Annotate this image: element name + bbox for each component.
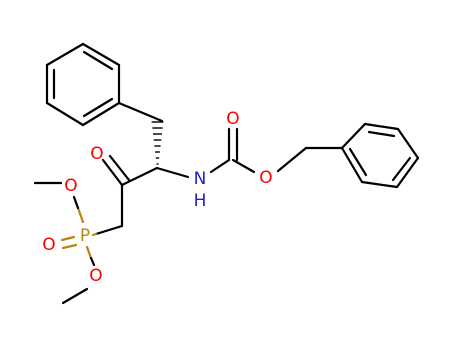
bond: [395, 156, 420, 189]
phenyl-ring-left: [45, 42, 121, 127]
atom-o-phosphoryl: O: [42, 235, 55, 255]
bond: [340, 122, 367, 150]
bond: [81, 101, 121, 127]
bond-o-lower-p: [89, 256, 96, 267]
bond-ch2-p-colored: [91, 232, 98, 237]
atom-p-phosphonate: P: [80, 226, 90, 246]
bond-carbamate-o: [231, 158, 256, 174]
atom-o-methoxy-upper: O: [64, 176, 77, 196]
atom-labels: O N H O O O O P O: [42, 109, 272, 286]
bond-alpha-n: [155, 166, 190, 179]
atom-o-ketone: O: [90, 144, 103, 164]
phenyl-ring-right: [340, 122, 420, 189]
bond-alpha-ketone-c: [120, 166, 159, 187]
aromatic-bond: [391, 156, 412, 182]
bond: [45, 42, 85, 67]
bond-methyl-lower: [61, 287, 89, 305]
atom-n-amide: N: [194, 169, 207, 189]
bond-n-carbamate: [209, 158, 231, 174]
bond: [360, 180, 399, 189]
aromatic-bond: [82, 97, 114, 118]
aromatic-bond: [367, 130, 396, 138]
stereo-hashed-wedge: [151, 121, 164, 165]
bond: [363, 122, 400, 131]
bond-o-ch2: [276, 146, 308, 173]
bond-p-o-upper: [76, 206, 85, 224]
bond-ring-ch2: [117, 101, 164, 123]
bond-p-o-lower: [85, 245, 93, 260]
bond-p-o-double: [60, 235, 76, 242]
atom-h-amide: H: [194, 191, 207, 211]
bond: [81, 42, 121, 67]
bond: [340, 146, 364, 184]
aromatic-bond: [348, 147, 368, 177]
bond: [396, 127, 420, 160]
bond-p-o-double-2: [61, 243, 78, 250]
atom-o-ester: O: [259, 168, 272, 188]
bond-ch2-p: [94, 224, 124, 236]
bond: [45, 101, 85, 127]
bond-ketone-co-2: [108, 154, 131, 182]
atom-o-carbonyl: O: [226, 109, 239, 129]
atom-o-methoxy-lower: O: [89, 266, 102, 286]
bond-ketone-co: [101, 158, 124, 187]
aromatic-bond: [82, 50, 114, 71]
bond-o-upper-p: [72, 195, 80, 210]
